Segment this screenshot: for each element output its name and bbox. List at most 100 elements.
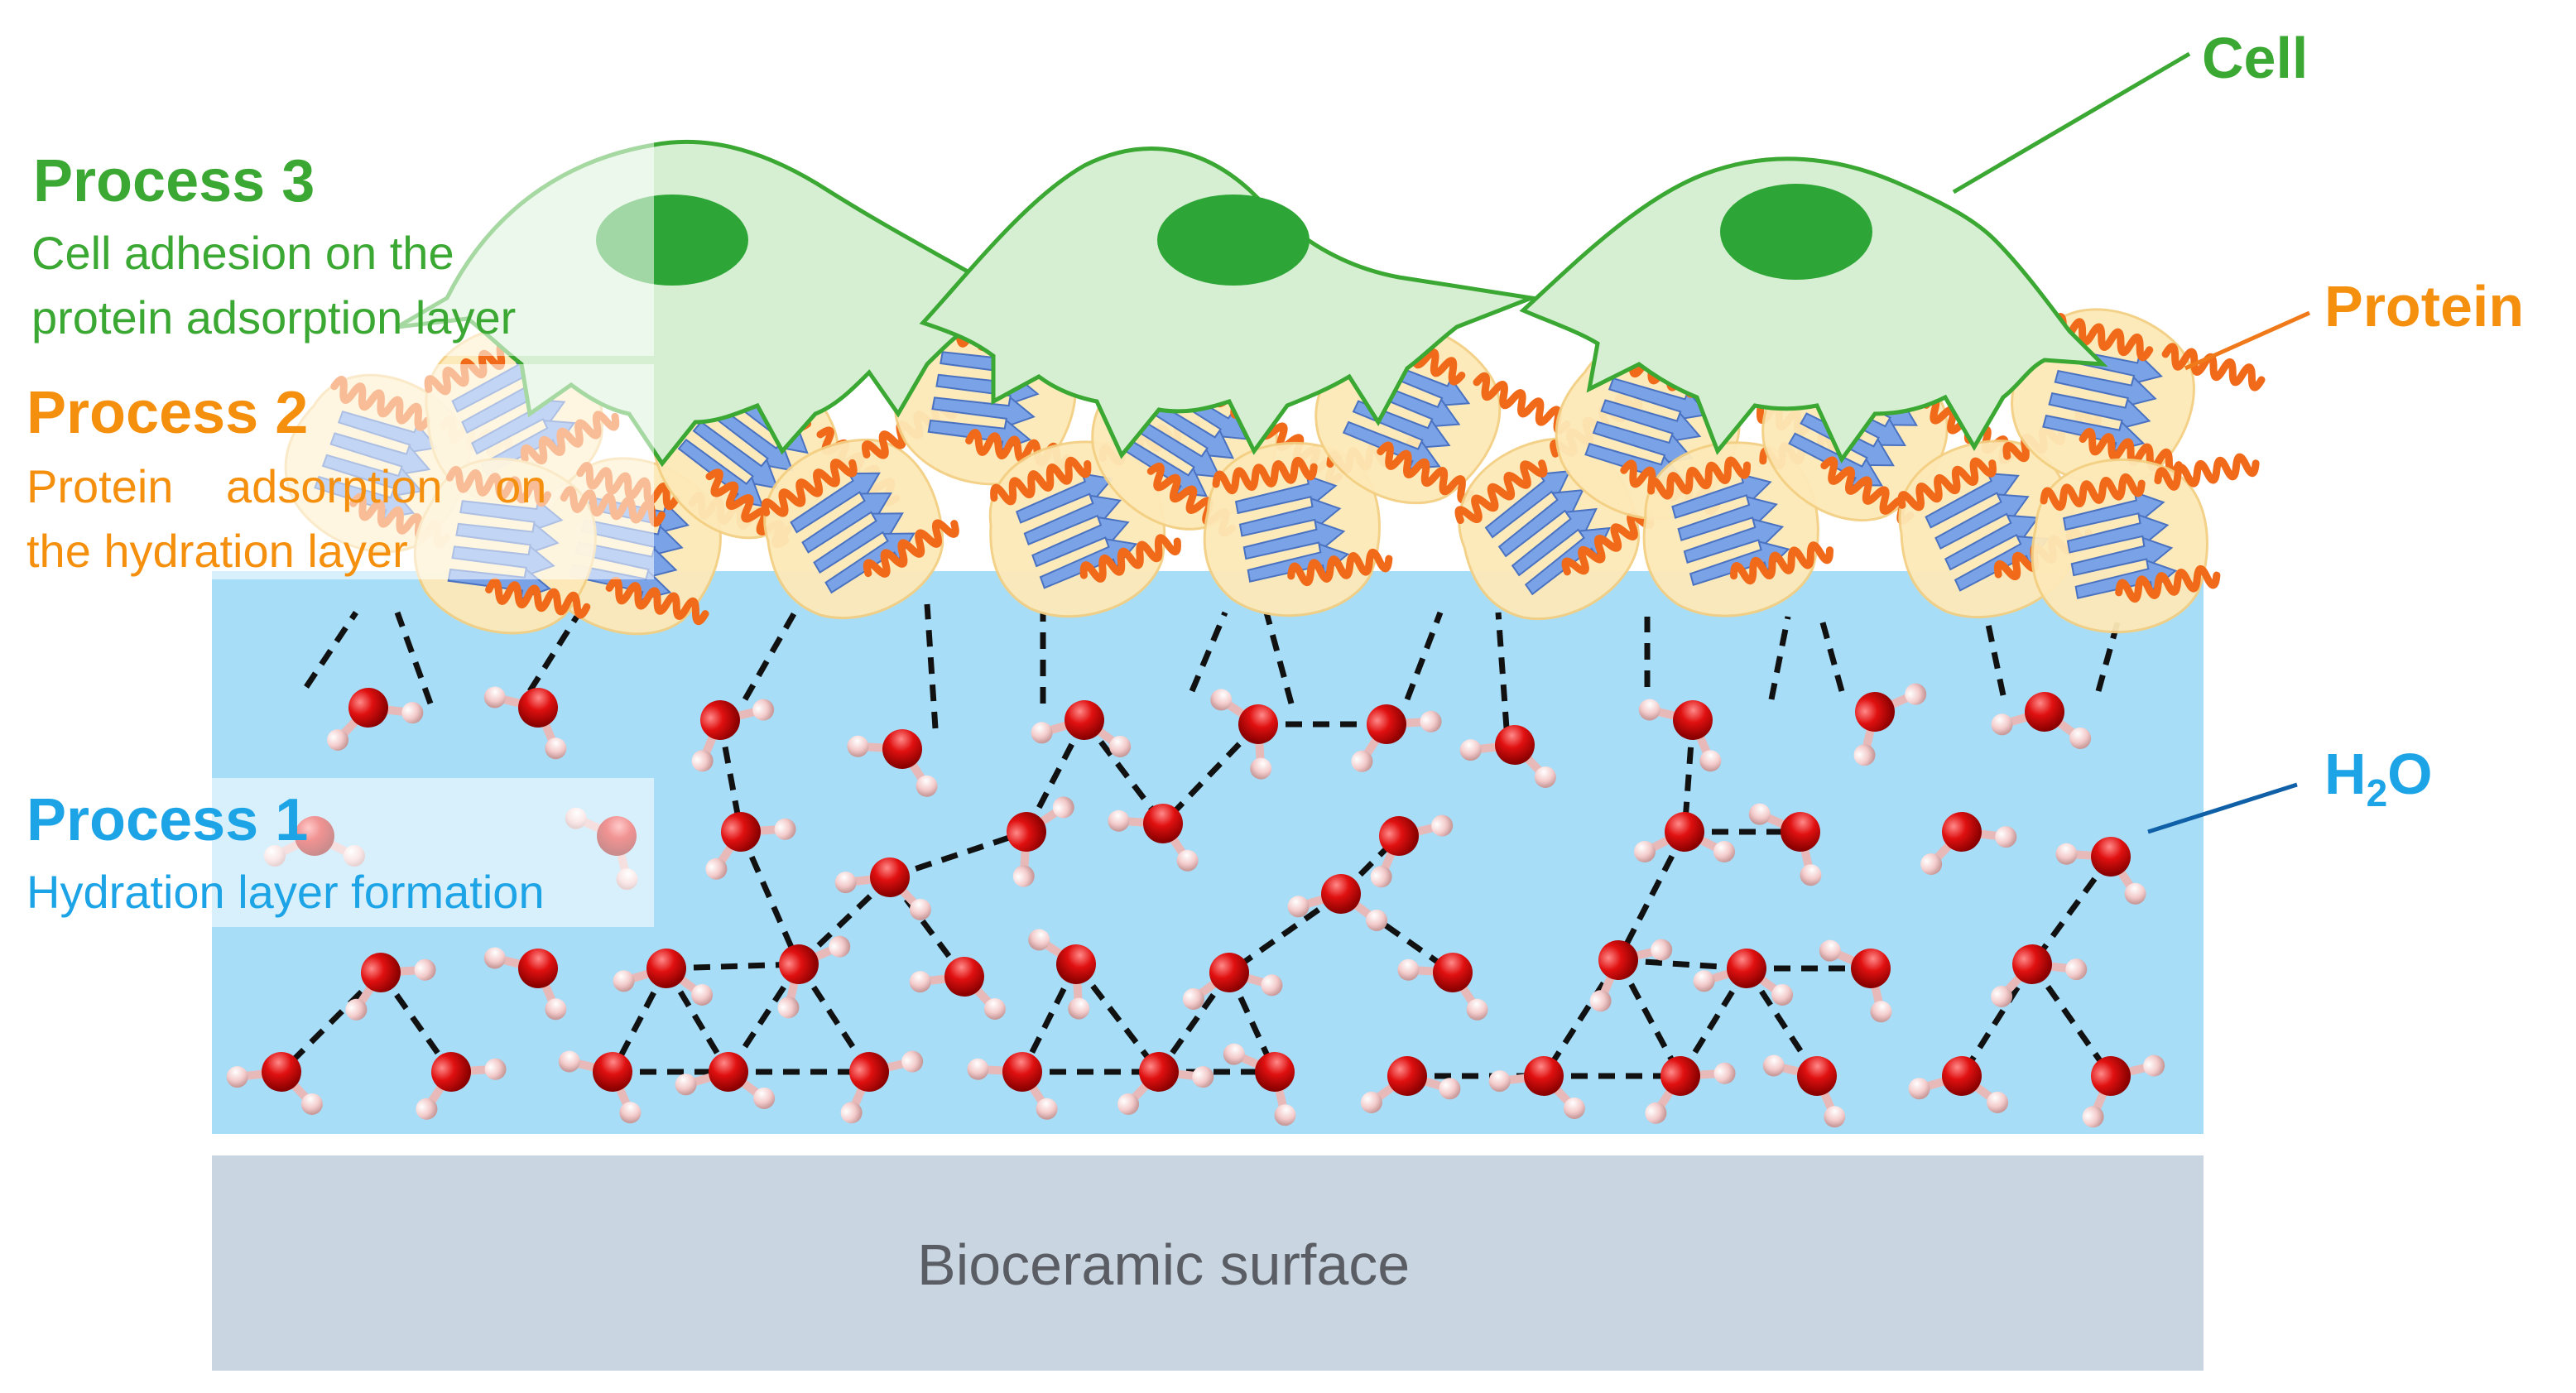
- hydrogen-bond: [1019, 963, 1079, 1074]
- hydrogen-atom: [1397, 958, 1420, 981]
- hydrogen-atom: [1563, 1097, 1585, 1119]
- hydrogen-atom: [1459, 739, 1482, 761]
- hydrogen-bond: [304, 611, 358, 689]
- oxygen-atom: [1238, 704, 1278, 744]
- hydrogen-bond: [1495, 612, 1510, 729]
- hydrogen-bond: [1156, 970, 1232, 1074]
- hydrogen-bond: [1082, 718, 1165, 826]
- process-3-description-line-2: protein adsorption layer: [31, 291, 517, 343]
- water-molecule: [1182, 953, 1283, 1010]
- cell-nucleus: [1720, 184, 1872, 280]
- hydrogen-atom: [1762, 1054, 1785, 1077]
- beta-sheet: [790, 472, 881, 534]
- hydrogen-bond: [1161, 722, 1261, 826]
- water-molecule: [1819, 939, 1892, 1023]
- oxygen-atom: [1387, 1056, 1427, 1096]
- hydrogen-atom: [1693, 970, 1715, 992]
- hydrogen-atom: [829, 935, 851, 958]
- hydrogen-atom: [414, 958, 436, 981]
- hydrogen-atom: [2082, 1106, 2104, 1128]
- hydrogen-atom: [483, 947, 506, 969]
- oxygen-atom: [849, 1052, 889, 1092]
- oxygen-atom: [1781, 812, 1820, 852]
- oxygen-atom: [1598, 940, 1638, 980]
- water-molecule: [1459, 725, 1556, 788]
- water-molecule: [1762, 1054, 1846, 1128]
- hydrogen-atom: [1466, 998, 1488, 1021]
- water-molecule: [909, 957, 1006, 1020]
- beta-sheet: [2070, 536, 2174, 577]
- oxygen-atom: [1002, 1052, 1042, 1092]
- hydrogen-atom: [1905, 683, 1927, 705]
- hydrogen-atom: [345, 998, 368, 1021]
- hydrogen-atom: [675, 1074, 697, 1096]
- hydrogen-bond: [1617, 957, 1747, 972]
- bioceramic-surface-label: Bioceramic surface: [917, 1232, 1411, 1297]
- alpha-helix: [1287, 548, 1393, 587]
- oxygen-atom: [1942, 812, 1982, 852]
- hydrogen-atom: [2065, 958, 2088, 981]
- hydrogen-bond: [726, 963, 801, 1074]
- hydrogen-atom: [1991, 985, 2013, 1007]
- oxygen-atom: [1673, 700, 1713, 740]
- water-molecule: [847, 729, 938, 797]
- beta-sheet: [1238, 497, 1342, 537]
- oxygen-atom: [518, 688, 558, 728]
- hydrogen-bond: [738, 830, 802, 966]
- oxygen-atom: [709, 1052, 748, 1092]
- hydrogen-atom: [1699, 750, 1722, 772]
- alpha-helix: [990, 456, 1092, 506]
- hydrogen-atom: [909, 898, 931, 920]
- water-molecule: [483, 947, 567, 1021]
- protein: [1897, 408, 2102, 619]
- water-molecule: [1488, 1056, 1585, 1119]
- hydrogen-atom: [1634, 841, 1656, 862]
- h2o-h: H: [2324, 742, 2367, 806]
- hydrogen-atom: [483, 686, 506, 709]
- water-molecule: [1117, 1052, 1214, 1115]
- hydrogen-atom: [847, 735, 869, 757]
- beta-sheet: [2054, 369, 2157, 408]
- hydrogen-atom: [1036, 1098, 1058, 1120]
- hydrogen-atom: [1987, 1091, 2009, 1113]
- hydrogen-atom: [2055, 843, 2078, 865]
- hydrogen-atom: [558, 1050, 580, 1073]
- alpha-helix: [1377, 441, 1474, 504]
- oxygen-atom: [348, 688, 388, 728]
- hydrogen-atom: [840, 1102, 863, 1124]
- hydrogen-atom: [401, 702, 424, 724]
- oxygen-atom: [593, 1052, 632, 1092]
- hydrogen-bond: [2030, 854, 2113, 967]
- process-3-description-line-1: Cell adhesion on the: [31, 227, 454, 279]
- hydrogen-atom: [1439, 1078, 1461, 1100]
- water-molecule: [1853, 683, 1927, 766]
- protein: [2031, 453, 2260, 634]
- water-molecule: [675, 1052, 776, 1109]
- beta-sheet: [1497, 488, 1584, 558]
- process-2-description-line-2: the hydration layer: [26, 525, 408, 577]
- hydrogen-atom: [1824, 1106, 1846, 1128]
- hydrogen-atom: [1713, 841, 1735, 862]
- hydrogen-atom: [619, 1102, 642, 1124]
- oxygen-atom: [1379, 816, 1419, 856]
- water-molecule: [1287, 874, 1388, 931]
- hydrogen-atom: [1870, 1001, 1892, 1023]
- hydrogen-atom: [1360, 1091, 1382, 1113]
- bioceramic-surface: [212, 1155, 2204, 1371]
- hydrogen-atom: [1223, 1043, 1245, 1065]
- water-molecule: [1108, 804, 1199, 872]
- oxygen-atom: [1209, 953, 1249, 992]
- hydrogen-bond: [1615, 830, 1688, 962]
- oxygen-atom: [1851, 949, 1891, 988]
- hydrogen-bond: [1744, 967, 1819, 1078]
- oxygen-atom: [870, 857, 910, 897]
- water-molecule: [1007, 796, 1074, 887]
- alpha-helix: [605, 576, 709, 626]
- beta-sheet: [1484, 470, 1571, 539]
- hydrogen-atom: [774, 818, 796, 840]
- hydrogen-atom: [2143, 1054, 2165, 1077]
- oxygen-atom: [1495, 725, 1535, 765]
- water-molecule: [483, 686, 567, 760]
- hydrogen-atom: [983, 997, 1006, 1020]
